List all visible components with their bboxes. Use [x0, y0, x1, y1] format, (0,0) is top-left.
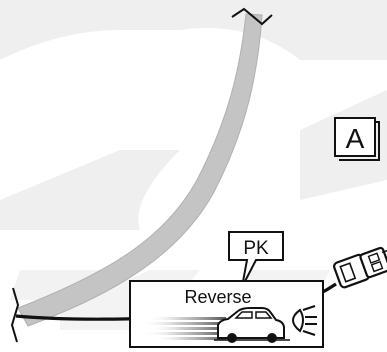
break-mark-left [10, 287, 20, 343]
reverse-indicator-title: Reverse [184, 287, 251, 307]
car-icon [214, 307, 290, 343]
reverse-indicator: Reverse [129, 280, 324, 348]
connector-marker-box: A [334, 117, 380, 161]
headlight-icon [292, 305, 317, 336]
break-mark-top [231, 7, 273, 26]
harness-conduit [10, 7, 273, 343]
motion-trail [140, 317, 226, 340]
connector-marker-label: A [346, 123, 365, 154]
connector-plug-icon [333, 246, 387, 289]
pk-callout-label: PK [243, 238, 269, 259]
pk-callout: PK [228, 231, 284, 288]
